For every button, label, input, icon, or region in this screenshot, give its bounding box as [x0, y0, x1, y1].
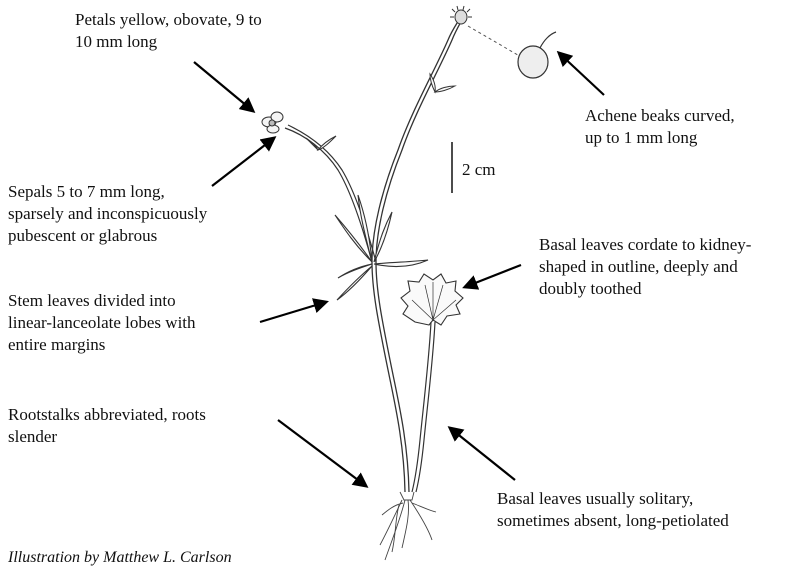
label-stem-leaves: Stem leaves divided into linear-lanceola…: [8, 290, 196, 356]
achene-head: [450, 6, 472, 24]
achene-connector: [468, 26, 523, 58]
illustration-credit: Illustration by Matthew L. Carlson: [8, 549, 232, 567]
arrow-stem-leaves: [260, 302, 326, 322]
label-basal-solitary: Basal leaves usually solitary, sometimes…: [497, 488, 729, 532]
label-rootstalks: Rootstalks abbreviated, roots slender: [8, 404, 206, 448]
flower-branch: [285, 125, 376, 262]
label-sepals: Sepals 5 to 7 mm long, sparsely and inco…: [8, 181, 207, 247]
flower: [262, 112, 283, 133]
basal-leaf: [401, 274, 463, 325]
upper-bracts: [306, 74, 455, 150]
label-petals: Petals yellow, obovate, 9 to 10 mm long: [75, 9, 262, 53]
roots: [380, 492, 436, 560]
label-achene: Achene beaks curved, up to 1 mm long: [585, 105, 735, 149]
arrow-petals: [194, 62, 253, 111]
arrow-rootstalks: [278, 420, 366, 486]
label-basal-outline: Basal leaves cordate to kidney- shaped i…: [539, 234, 751, 300]
basal-petiole: [412, 322, 435, 492]
arrow-basal-solitary: [450, 428, 515, 480]
achene-detail: [518, 32, 556, 78]
arrow-achene: [559, 53, 604, 95]
label-scale: 2 cm: [462, 159, 496, 181]
arrow-sepals: [212, 138, 274, 186]
arrow-basal-outline: [465, 265, 521, 287]
